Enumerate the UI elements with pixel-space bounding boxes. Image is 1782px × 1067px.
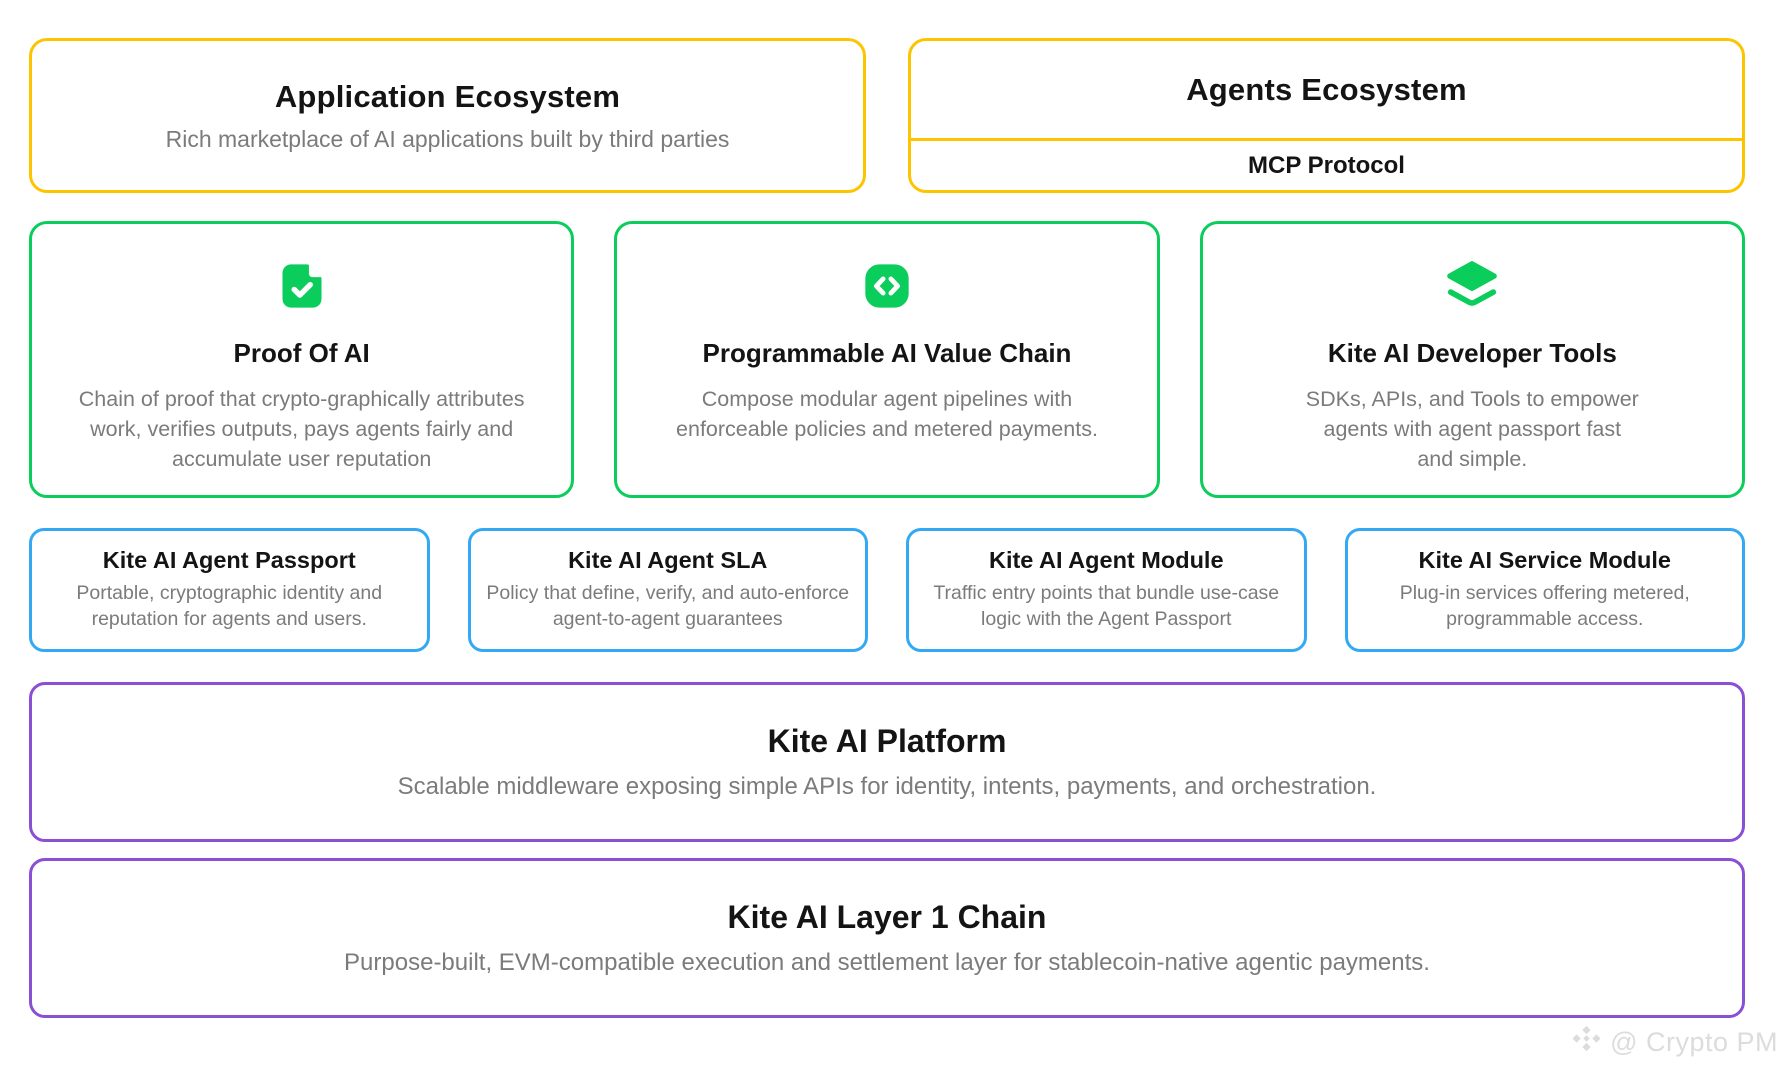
programmable-value-chain-title: Programmable AI Value Chain xyxy=(702,338,1072,368)
agents-ecosystem-title: Agents Ecosystem xyxy=(1186,71,1467,107)
application-ecosystem-subtitle: Rich marketplace of AI applications buil… xyxy=(165,125,730,152)
module-row: Kite AI Agent Passport Portable, cryptog… xyxy=(29,528,1745,652)
programmable-value-chain-card: Programmable AI Value Chain Compose modu… xyxy=(614,221,1160,498)
platform-subtitle: Scalable middleware exposing simple APIs… xyxy=(397,773,1377,800)
agent-passport-title: Kite AI Agent Passport xyxy=(102,547,356,574)
agent-module-card: Kite AI Agent Module Traffic entry point… xyxy=(906,528,1307,652)
agent-module-title: Kite AI Agent Module xyxy=(988,547,1224,574)
service-module-title: Kite AI Service Module xyxy=(1418,547,1671,574)
programmable-value-chain-description: Compose modular agent pipelines with enf… xyxy=(676,387,1098,442)
code-icon xyxy=(861,259,913,313)
agents-ecosystem-header: Agents Ecosystem xyxy=(911,41,1742,138)
application-ecosystem-title: Application Ecosystem xyxy=(274,78,621,114)
mcp-protocol-section: MCP Protocol xyxy=(911,141,1742,190)
proof-of-ai-card: Proof Of AI Chain of proof that crypto-g… xyxy=(29,221,575,498)
ecosystem-row: Application Ecosystem Rich marketplace o… xyxy=(29,38,1745,193)
file-check-icon xyxy=(276,259,328,313)
agent-sla-title: Kite AI Agent SLA xyxy=(568,547,768,574)
diamond-logo-icon xyxy=(1570,1022,1603,1062)
layer1-chain-card: Kite AI Layer 1 Chain Purpose-built, EVM… xyxy=(29,858,1745,1018)
watermark: @ Crypto PM xyxy=(1570,1022,1778,1062)
application-ecosystem-card: Application Ecosystem Rich marketplace o… xyxy=(29,38,866,193)
platform-card: Kite AI Platform Scalable middleware exp… xyxy=(29,682,1745,842)
layer1-chain-title: Kite AI Layer 1 Chain xyxy=(727,899,1047,935)
service-module-description: Plug-in services offering metered, progr… xyxy=(1399,582,1690,630)
agent-sla-card: Kite AI Agent SLA Policy that define, ve… xyxy=(467,528,868,652)
watermark-text: @ Crypto PM xyxy=(1610,1026,1778,1057)
developer-tools-card: Kite AI Developer Tools SDKs, APIs, and … xyxy=(1199,221,1745,498)
layers-icon xyxy=(1443,259,1501,313)
mcp-protocol-label: MCP Protocol xyxy=(1248,151,1405,179)
agents-ecosystem-card: Agents Ecosystem MCP Protocol xyxy=(908,38,1745,193)
developer-tools-description: SDKs, APIs, and Tools to empower agents … xyxy=(1305,387,1639,472)
developer-tools-title: Kite AI Developer Tools xyxy=(1327,338,1617,368)
proof-of-ai-title: Proof Of AI xyxy=(233,338,370,368)
agent-sla-description: Policy that define, verify, and auto-enf… xyxy=(486,582,850,630)
service-module-card: Kite AI Service Module Plug-in services … xyxy=(1344,528,1745,652)
agent-passport-card: Kite AI Agent Passport Portable, cryptog… xyxy=(29,528,430,652)
capability-row: Proof Of AI Chain of proof that crypto-g… xyxy=(29,221,1745,498)
layer1-chain-subtitle: Purpose-built, EVM-compatible execution … xyxy=(344,949,1430,976)
agent-passport-description: Portable, cryptographic identity and rep… xyxy=(76,582,383,630)
proof-of-ai-description: Chain of proof that crypto-graphically a… xyxy=(78,387,525,472)
agent-module-description: Traffic entry points that bundle use-cas… xyxy=(933,582,1280,630)
yellow-divider xyxy=(911,138,1742,141)
platform-title: Kite AI Platform xyxy=(767,723,1007,759)
